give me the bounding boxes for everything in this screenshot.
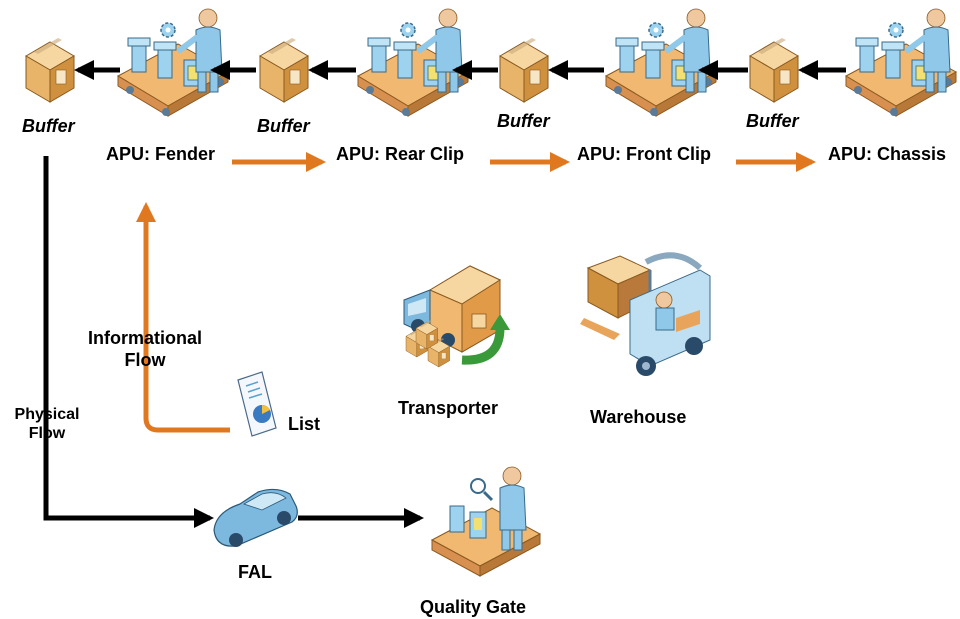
buffer-label-4: Buffer [746,111,799,131]
buffer-label-3: Buffer [497,111,550,131]
warehouse-label: Warehouse [590,407,687,427]
list-label: List [288,414,321,434]
buffer-label-1: Buffer [22,116,75,136]
physical-flow-line1: Physical [14,406,80,423]
apu-chassis-label: APU: Chassis [828,144,947,164]
buffer-box-icon-4 [749,37,799,103]
forklift-icon [580,252,711,376]
buffer-box-icon-2 [259,37,309,103]
report-document-icon [237,371,277,437]
inspection-line-icon [430,466,542,577]
physical-flow-line2: Flow [28,425,66,443]
quality-gate-label: Quality Gate [420,597,527,617]
assembly-station-icon-fender [118,9,228,116]
buffer-box-icon-1 [25,37,75,103]
informational-flow-arrow [136,202,230,433]
informational-flow-line2: Flow [124,349,166,370]
assembly-station-icon-front-clip [606,9,716,116]
assembly-station-icon-rear-clip [358,9,468,116]
car-icon [213,488,298,547]
informational-flow-line1: Informational [87,328,202,348]
fal-label: FAL [238,562,272,582]
assembly-station-icon-chassis [846,9,956,116]
physical-flow-label: Physical Flow [6,405,88,443]
buffer-box-icon-3 [499,37,549,103]
apu-front-clip-label: APU: Front Clip [577,144,711,164]
delivery-truck-icon [403,265,510,368]
physical-flow-arrow [43,156,214,528]
apu-fender-label: APU: Fender [106,144,216,164]
buffer-label-2: Buffer [257,116,310,136]
informational-flow-label: Informational Flow [80,328,210,371]
transporter-label: Transporter [398,398,499,418]
apu-rear-clip-label: APU: Rear Clip [336,144,465,164]
